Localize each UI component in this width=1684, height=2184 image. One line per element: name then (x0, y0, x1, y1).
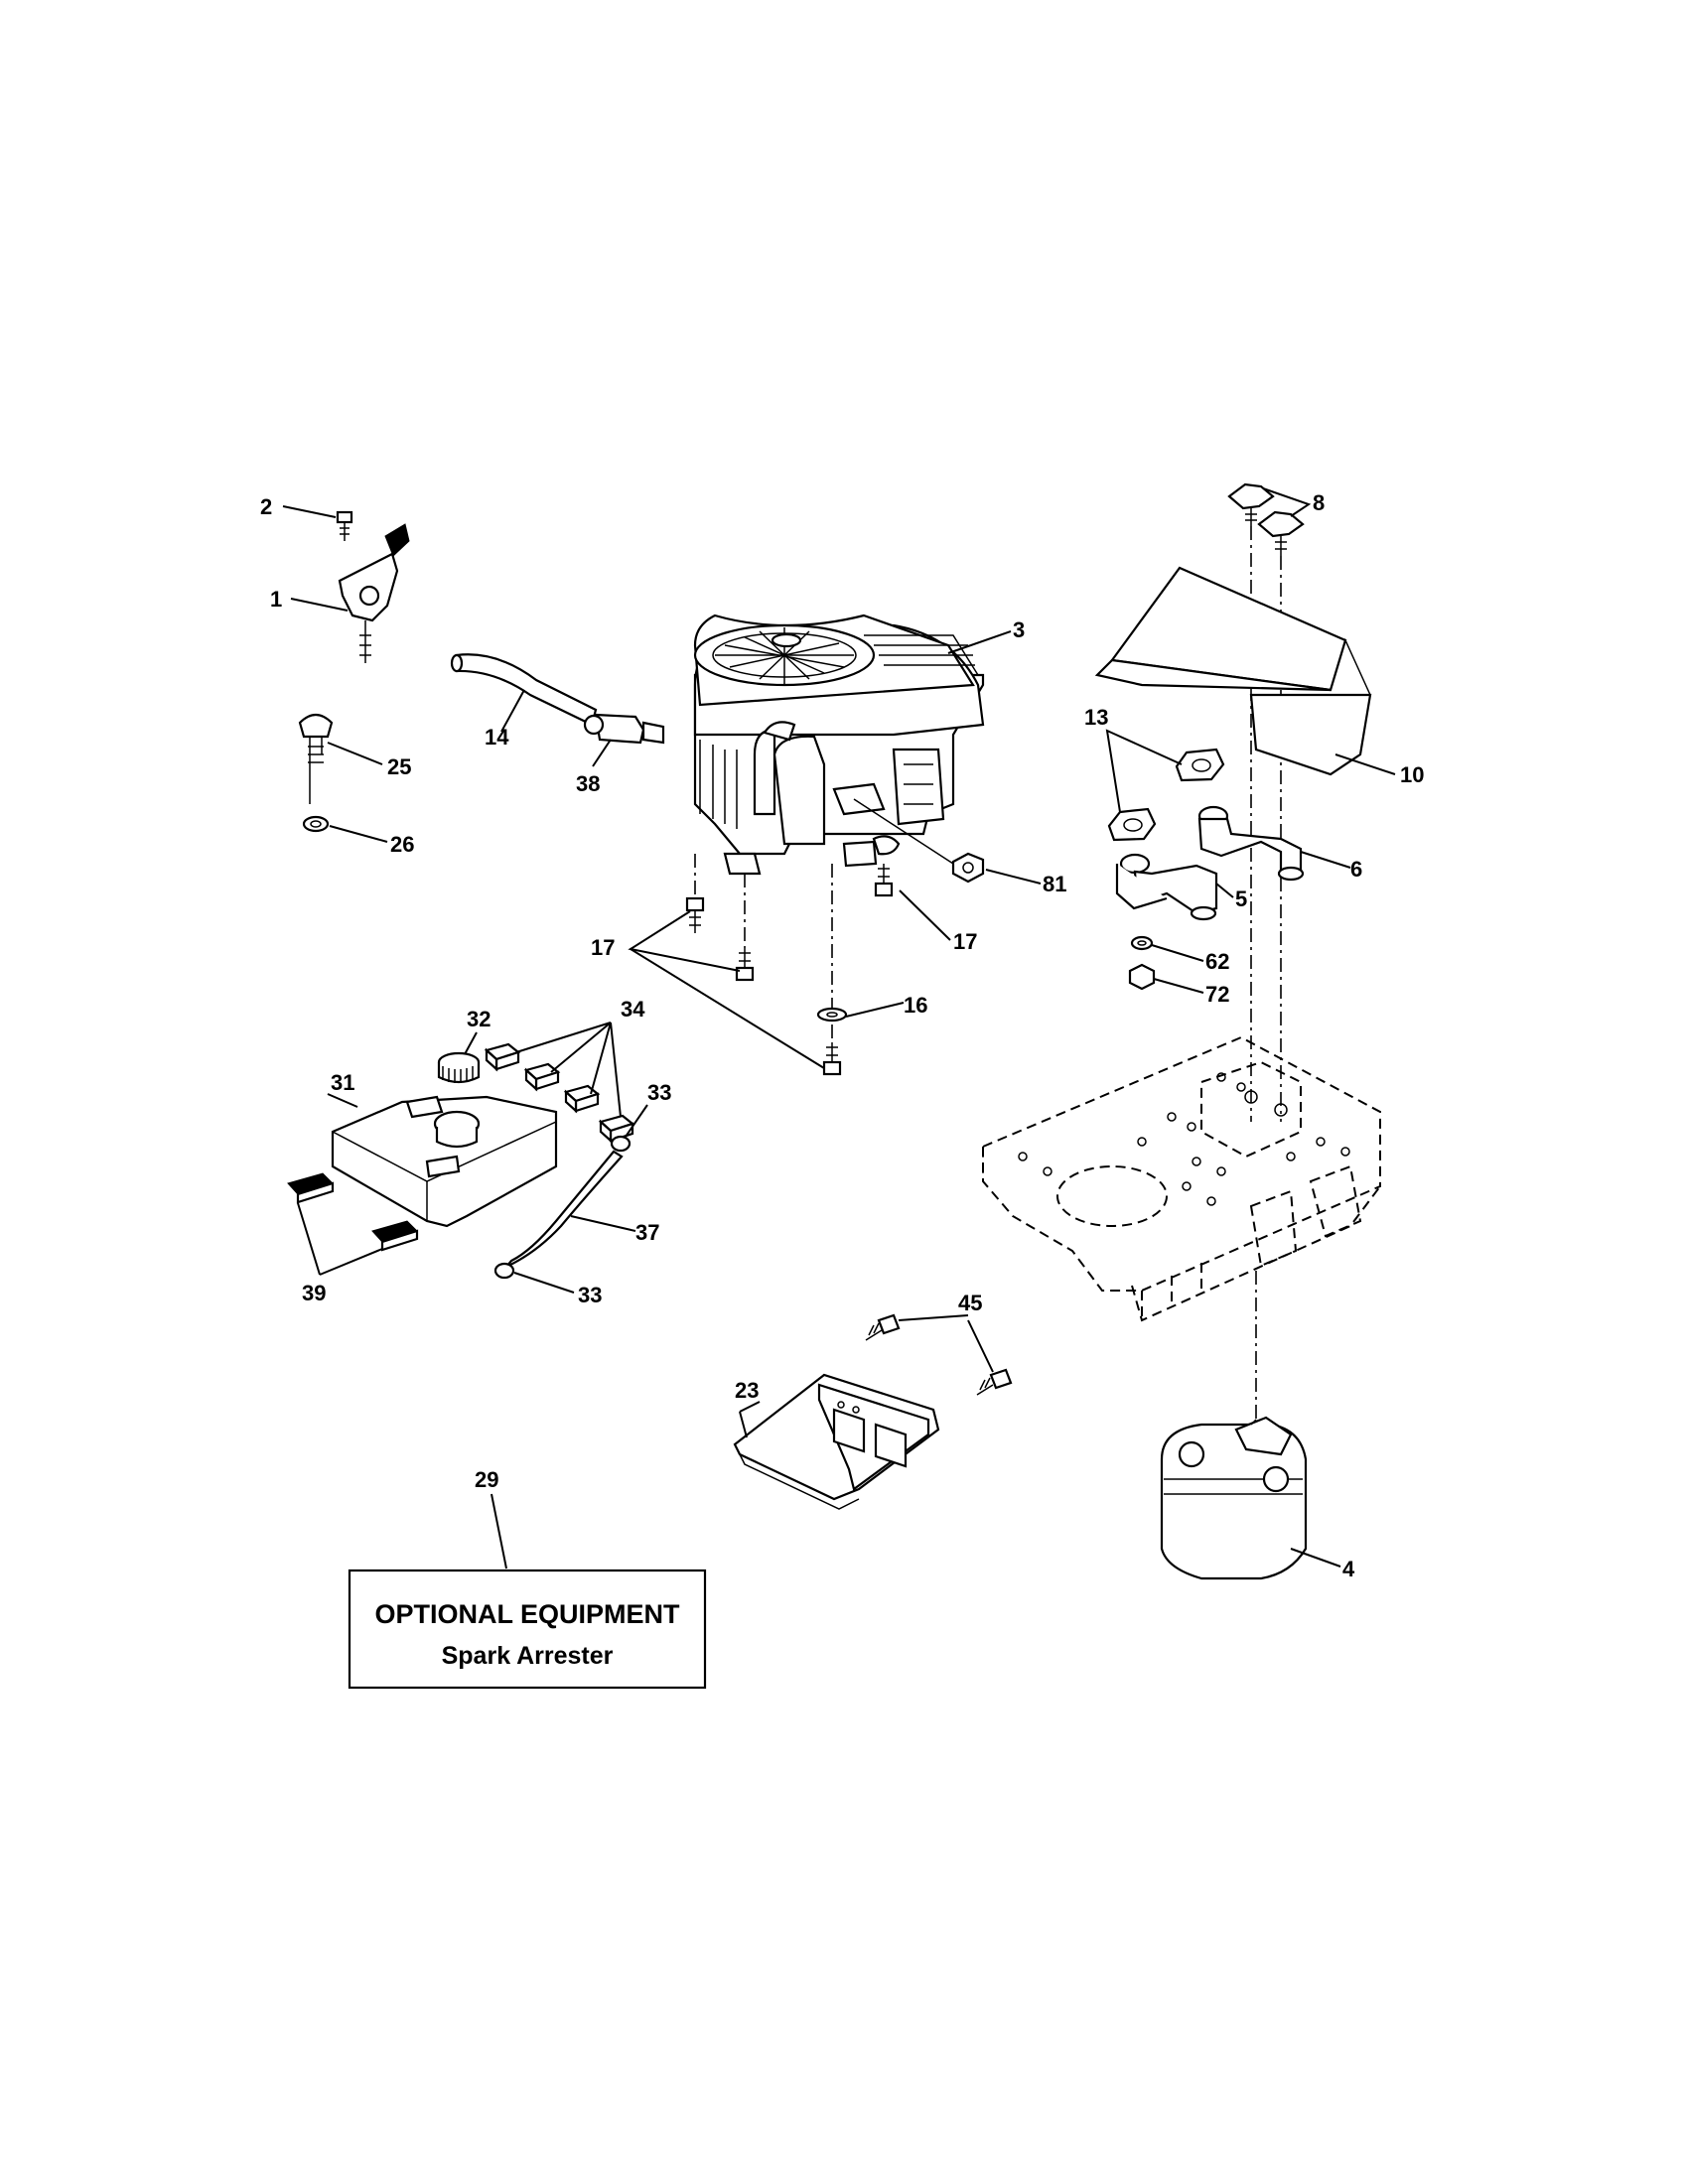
label-45: 45 (958, 1291, 982, 1315)
bolt-17-b (735, 948, 755, 982)
optional-equipment-box (348, 1569, 707, 1690)
bolt-8-b (1257, 510, 1305, 556)
spark-arrester-label: Spark Arrester (442, 1642, 614, 1670)
grommet-26 (302, 815, 330, 833)
label-31: 31 (331, 1070, 354, 1095)
label-62: 62 (1205, 949, 1229, 974)
engine-3 (693, 614, 985, 876)
washer-16 (816, 1007, 848, 1023)
bolt-17-a (685, 896, 705, 933)
fuel-fitting-38 (583, 713, 665, 745)
screw-45-b (976, 1368, 1013, 1396)
label-72: 72 (1205, 982, 1229, 1007)
label-81: 81 (1043, 872, 1066, 896)
bolt-8-a (1227, 482, 1275, 526)
knob-32 (437, 1051, 481, 1084)
label-23: 23 (735, 1378, 759, 1403)
clamp-33-bottom (493, 1262, 515, 1280)
screw-2 (336, 510, 353, 541)
label-37: 37 (635, 1220, 659, 1245)
fuel-hose-14 (450, 653, 598, 727)
frame-holes (1018, 1072, 1350, 1206)
label-39: 39 (302, 1281, 326, 1305)
label-3: 3 (1013, 617, 1025, 642)
gasket-13-a (1175, 748, 1225, 782)
label-4: 4 (1342, 1557, 1355, 1581)
label-14: 14 (485, 725, 509, 750)
label-38: 38 (576, 771, 600, 796)
frame-outline (982, 1035, 1381, 1322)
exhaust-pipe-6 (1197, 805, 1305, 882)
label-5: 5 (1235, 887, 1247, 911)
label-17-left: 17 (591, 935, 615, 960)
foam-pads-34 (484, 1042, 635, 1144)
dipstick-25 (298, 713, 334, 804)
shield-23 (733, 1373, 940, 1510)
label-26: 26 (390, 832, 414, 857)
nut-72 (1128, 963, 1156, 991)
optional-equipment-title: OPTIONAL EQUIPMENT (374, 1599, 680, 1629)
washer-62 (1130, 935, 1154, 951)
muffler-4 (1160, 1416, 1308, 1580)
screw-45-a (865, 1313, 901, 1341)
air-cleaner-cover-31 (331, 1095, 558, 1228)
label-1: 1 (270, 587, 282, 612)
label-2: 2 (260, 494, 272, 519)
clamp-33-top (610, 1135, 632, 1153)
bolt-17-c (822, 1042, 842, 1076)
label-33-top: 33 (647, 1080, 671, 1105)
foam-strips-39 (287, 1172, 419, 1252)
exhaust-pipe-5 (1115, 853, 1218, 921)
label-32: 32 (467, 1007, 491, 1031)
label-8: 8 (1313, 490, 1325, 515)
label-34: 34 (621, 997, 645, 1022)
label-17-right: 17 (953, 929, 977, 954)
label-25: 25 (387, 754, 411, 779)
label-10: 10 (1400, 762, 1424, 787)
label-29: 29 (475, 1467, 498, 1492)
label-33-bottom: 33 (578, 1283, 602, 1307)
label-16: 16 (904, 993, 927, 1018)
gasket-13-b (1107, 807, 1157, 842)
label-6: 6 (1350, 857, 1362, 882)
nut-81 (951, 852, 985, 884)
throttle-control (338, 523, 410, 663)
heat-shield-10 (1094, 566, 1372, 776)
bolt-17-d (874, 864, 894, 897)
label-13: 13 (1084, 705, 1108, 730)
